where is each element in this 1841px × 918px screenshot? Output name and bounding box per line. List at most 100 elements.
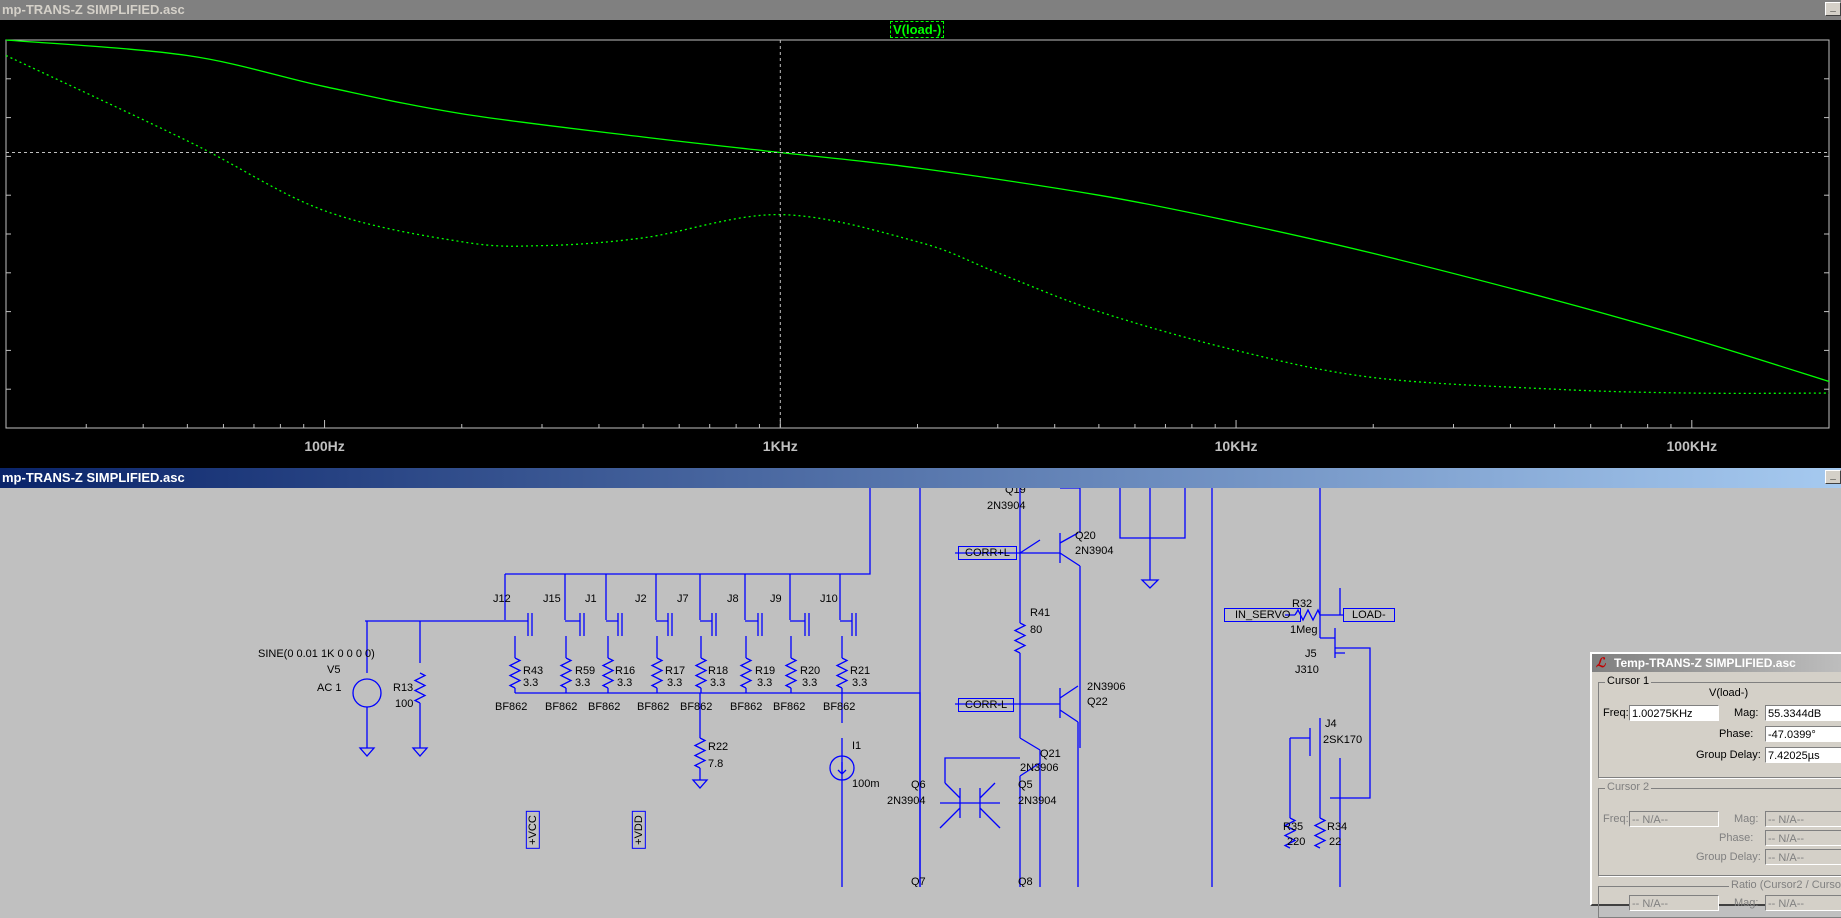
cursor1-freq-field[interactable]: 1.00275KHz — [1629, 705, 1719, 721]
label-r19[interactable]: R19 — [755, 665, 775, 677]
label-q8[interactable]: Q8 — [1018, 876, 1033, 887]
resistor-symbol — [837, 658, 847, 688]
net-vdd[interactable]: +VDD — [632, 811, 646, 849]
cursor1-group: Cursor 1 V(load-) Freq: 1.00275KHz Mag: … — [1598, 682, 1841, 778]
plot-canvas[interactable] — [0, 20, 1841, 468]
label-j4[interactable]: J4 — [1325, 718, 1337, 730]
label-r17[interactable]: R17 — [665, 665, 685, 677]
cursor2-freq-field: -- N/A-- — [1629, 811, 1719, 827]
cursor1-gd-field[interactable]: 7.42025µs — [1765, 747, 1841, 763]
net-in-servo[interactable]: IN_SERVO — [1224, 608, 1301, 622]
value-r13: 100 — [395, 698, 413, 710]
label-j5[interactable]: J5 — [1305, 648, 1317, 660]
cursor2-mag-label: Mag: — [1734, 813, 1758, 825]
schematic-canvas[interactable]: J12 J15 J1 J2 J7 J8 J9 J10 R43 3.3 R59 3… — [0, 488, 1841, 887]
cursor2-gd-field: -- N/A-- — [1765, 849, 1841, 865]
plot-window-titlebar[interactable]: mp-TRANS-Z SIMPLIFIED.asc _ — [0, 0, 1841, 20]
cursor2-mag-field: -- N/A-- — [1765, 811, 1841, 827]
label-q21[interactable]: Q21 — [1040, 748, 1061, 760]
value-r34: 22 — [1329, 836, 1341, 848]
label-q6[interactable]: Q6 — [911, 779, 926, 791]
cursor1-label: Cursor 1 — [1605, 675, 1651, 687]
label-r32[interactable]: R32 — [1292, 598, 1312, 610]
schematic-window-titlebar[interactable]: mp-TRANS-Z SIMPLIFIED.asc _ — [0, 468, 1841, 488]
net-corr-minus-l[interactable]: CORR-L — [958, 698, 1014, 712]
label-j2[interactable]: J2 — [635, 593, 647, 605]
label-j8[interactable]: J8 — [727, 593, 739, 605]
value-r17: 3.3 — [667, 677, 682, 689]
resistor-symbol — [786, 658, 796, 688]
plot-window-controls: _ — [1825, 2, 1841, 16]
label-r43[interactable]: R43 — [523, 665, 543, 677]
label-j1[interactable]: J1 — [585, 593, 597, 605]
cursor1-mag-field[interactable]: 55.3344dB — [1765, 705, 1841, 721]
plot-frame — [6, 40, 1829, 428]
cursor-dialog-titlebar[interactable]: ℒ Temp-TRANS-Z SIMPLIFIED.asc — [1592, 654, 1841, 672]
plot-window-title: mp-TRANS-Z SIMPLIFIED.asc — [2, 2, 185, 17]
label-r18[interactable]: R18 — [708, 665, 728, 677]
model-j10: BF862 — [823, 701, 855, 713]
ratio-mag-field: -- N/A-- — [1765, 895, 1841, 911]
net-load-minus[interactable]: LOAD- — [1343, 608, 1395, 622]
label-i1[interactable]: I1 — [852, 740, 861, 752]
x-tick-label: 10KHz — [1215, 438, 1258, 454]
cursor1-gd-label: Group Delay: — [1696, 749, 1761, 761]
label-j15[interactable]: J15 — [543, 593, 561, 605]
cursor1-phase-field[interactable]: -47.0399° — [1765, 726, 1841, 742]
value-r41: 80 — [1030, 624, 1042, 636]
net-corr-plus-l[interactable]: CORR+L — [958, 546, 1017, 560]
label-r16[interactable]: R16 — [615, 665, 635, 677]
label-j12[interactable]: J12 — [493, 593, 511, 605]
label-q19[interactable]: Q19 — [1005, 488, 1026, 496]
cursor1-freq-label: Freq: — [1603, 707, 1629, 719]
series-magnitude-line[interactable] — [6, 40, 1829, 381]
label-q22[interactable]: Q22 — [1087, 696, 1108, 708]
cursor2-label: Cursor 2 — [1605, 781, 1651, 793]
label-j10[interactable]: J10 — [820, 593, 838, 605]
label-r41[interactable]: R41 — [1030, 607, 1050, 619]
series-phase-line[interactable] — [6, 56, 1829, 394]
x-tick-label: 1KHz — [763, 438, 798, 454]
label-r22[interactable]: R22 — [708, 741, 728, 753]
label-v5[interactable]: V5 — [327, 664, 340, 676]
minimize-button[interactable]: _ — [1825, 470, 1841, 484]
model-j2: BF862 — [637, 701, 669, 713]
ratio-freq-field: -- N/A-- — [1629, 895, 1719, 911]
cursor1-phase-label: Phase: — [1719, 728, 1753, 740]
label-r35[interactable]: R35 — [1283, 821, 1303, 833]
label-r20[interactable]: R20 — [800, 665, 820, 677]
label-j9[interactable]: J9 — [770, 593, 782, 605]
value-r43: 3.3 — [523, 677, 538, 689]
x-tick-label: 100KHz — [1667, 438, 1718, 454]
resistor-symbol — [561, 658, 571, 688]
model-j8: BF862 — [730, 701, 762, 713]
cursor2-freq-label: Freq: — [1603, 813, 1629, 825]
net-vcc[interactable]: +VCC — [526, 811, 540, 849]
value-i1: 100m — [852, 778, 880, 790]
model-q5: 2N3904 — [1018, 795, 1057, 807]
label-r59[interactable]: R59 — [575, 665, 595, 677]
cursor-dialog[interactable]: ℒ Temp-TRANS-Z SIMPLIFIED.asc Cursor 1 V… — [1590, 652, 1841, 906]
label-r13[interactable]: R13 — [393, 682, 413, 694]
resistor-symbol — [415, 673, 425, 703]
model-q19: 2N3904 — [987, 500, 1026, 512]
schematic-window-controls: _ — [1825, 470, 1841, 484]
cursor1-trace: V(load-) — [1709, 687, 1748, 699]
label-q20[interactable]: Q20 — [1075, 530, 1096, 542]
trace-label[interactable]: V(load-) — [890, 21, 944, 38]
model-j15: BF862 — [545, 701, 577, 713]
v5-spec[interactable]: SINE(0 0.01 1K 0 0 0 0) — [258, 648, 375, 660]
resistor-symbol — [695, 738, 705, 768]
value-r59: 3.3 — [575, 677, 590, 689]
minimize-button[interactable]: _ — [1825, 2, 1841, 16]
model-j12: BF862 — [495, 701, 527, 713]
label-r34[interactable]: R34 — [1327, 821, 1347, 833]
cursor1-mag-label: Mag: — [1734, 707, 1758, 719]
label-j7[interactable]: J7 — [677, 593, 689, 605]
label-q7[interactable]: Q7 — [911, 876, 926, 887]
label-q5[interactable]: Q5 — [1018, 779, 1033, 791]
label-r21[interactable]: R21 — [850, 665, 870, 677]
